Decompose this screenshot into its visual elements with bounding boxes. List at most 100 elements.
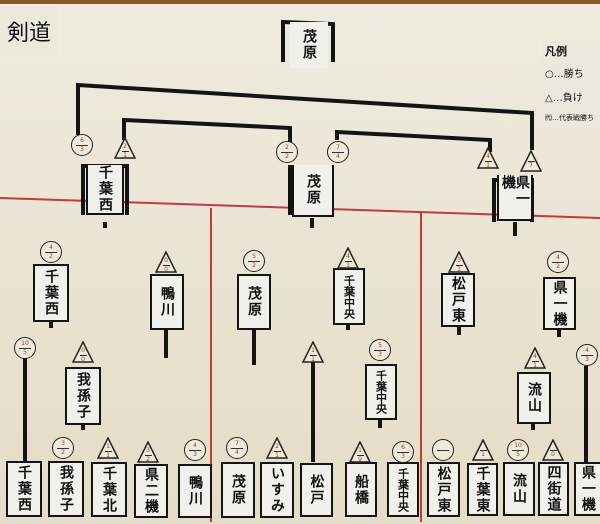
round1-team-box: いすみ (260, 462, 294, 518)
score-top: 5 (378, 341, 382, 349)
score-top: 7 (235, 439, 239, 447)
bracket-sheet (0, 4, 600, 524)
score-bottom: 1 (346, 261, 350, 269)
score-top: 4 (585, 346, 589, 354)
fraction-bar (281, 151, 293, 153)
score-top: 4 (533, 352, 537, 360)
score-top: 2 (285, 143, 289, 151)
score-top: 2 (275, 442, 279, 450)
fraction-bar (76, 144, 88, 146)
legend-heading: 凡例 (545, 45, 567, 58)
loss-triangle-icon: 1 (472, 439, 494, 461)
score-bottom: 1 (486, 161, 490, 169)
round3-team-box: 県一機 (543, 277, 576, 330)
round3-team-box: 千葉西 (33, 264, 69, 322)
score-bottom: 3 (193, 450, 197, 458)
score-top: 7 (336, 143, 340, 151)
team-name: 県一機 (551, 279, 568, 328)
team-name: 松戸 (308, 474, 325, 506)
score-top: 4 (556, 253, 560, 261)
title-kendo: 剣道 (0, 6, 58, 56)
fraction-bar (121, 150, 129, 152)
round1-team-box: 松戸東 (427, 462, 460, 517)
team-name: 千葉東 (474, 465, 491, 514)
team-name: 茂原 (305, 174, 321, 206)
loss-triangle-icon: 0 (542, 439, 564, 461)
score-bottom: 9 (358, 455, 362, 463)
score-top: 10 (21, 339, 29, 347)
fraction-bar (455, 264, 463, 266)
score-bottom: 1 (533, 361, 537, 369)
fraction-bar (479, 449, 487, 451)
team-name: 茂原 (230, 474, 246, 506)
fraction-bar (144, 454, 152, 456)
score-bottom: 3 (585, 355, 589, 363)
score-bottom: 0 (164, 265, 168, 273)
score-top: 3 (146, 446, 150, 454)
fraction-bar (397, 451, 409, 453)
round3-team-box: 松戸東 (441, 273, 475, 327)
score-bottom: 2 (61, 448, 65, 456)
fraction-bar (309, 354, 317, 356)
score-top: 4 (346, 252, 350, 260)
team-name: 千葉西 (97, 165, 113, 213)
score-top: 1 (358, 446, 362, 454)
legend: 凡例 ○…勝ち △…負け ㈹…代表戦勝ち (542, 40, 600, 132)
score-bottom: 2 (556, 262, 560, 270)
round3-team-box: 鴨川 (150, 274, 184, 330)
score-top: 4 (193, 441, 197, 449)
round2-team-box: 千葉中央 (365, 364, 397, 420)
score-bottom: 3 (80, 145, 84, 153)
team-name: 千葉中央 (342, 274, 356, 319)
fraction-bar (344, 260, 352, 262)
score-bottom: 0 (551, 450, 555, 458)
score-top: 4 (486, 152, 490, 160)
team-name: 松戸東 (435, 465, 452, 514)
team-name: 千葉西 (43, 269, 59, 317)
fraction-bar (512, 449, 524, 451)
team-name: 千葉西 (16, 465, 32, 513)
team-name: 流山 (511, 473, 527, 505)
score-bottom: 4 (235, 448, 239, 456)
round2-team-box: 流山 (517, 372, 551, 424)
score-top: 4 (49, 243, 53, 251)
semifinal-team-box: 県一機 (497, 175, 533, 221)
fraction-bar (57, 447, 69, 449)
score-top: 5 (252, 252, 256, 260)
score-bottom: 1 (481, 450, 485, 458)
legend-representative: ㈹…代表戦勝ち (545, 114, 594, 122)
team-name: 県一機 (580, 465, 596, 513)
score-bottom: 1 (275, 451, 279, 459)
team-name: 茂原 (301, 29, 317, 61)
round1-team-box: 我孫子 (48, 461, 84, 517)
team-name: 千葉中央 (396, 467, 410, 512)
fraction-bar (374, 349, 386, 351)
legend-loss: △…負け (545, 93, 583, 104)
legend-win: ○…勝ち (545, 69, 584, 80)
fraction-bar (248, 260, 260, 262)
score-top: 3 (61, 439, 65, 447)
team-name: 鴨川 (187, 475, 203, 507)
score-top: 3 (457, 256, 461, 264)
score-bottom: 2 (49, 252, 53, 260)
score-top: 1 (311, 346, 315, 354)
score-bottom: 1 (123, 151, 127, 159)
round1-team-box: 千葉西 (6, 461, 42, 517)
score-bottom: 1 (311, 355, 315, 363)
round1-team-box: 千葉東 (467, 463, 498, 516)
score-top: 10 (514, 441, 522, 449)
semifinal-team-box: 千葉西 (86, 165, 124, 215)
fraction-bar (484, 160, 492, 162)
